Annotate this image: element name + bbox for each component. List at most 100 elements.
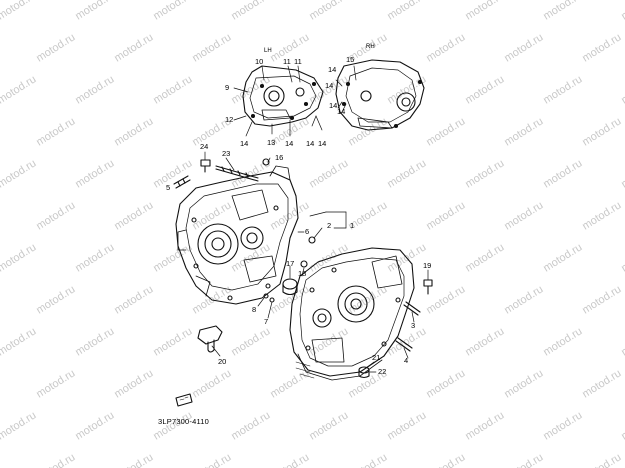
watermark-text: motod.ru [463,0,506,23]
part-23-stud [215,165,259,182]
watermark-text: motod.ru [34,367,77,400]
callout-6: 6 [305,227,310,236]
watermark-text: motod.ru [502,115,545,148]
watermark-text: motod.ru [112,451,155,468]
callout-18: 18 [298,269,307,278]
watermark-text: motod.ru [73,409,116,442]
watermark-text: motod.ru [190,31,233,64]
part-17-plug [282,278,298,296]
callout-10: 10 [255,57,264,66]
watermark-text: motod.ru [502,367,545,400]
watermark-text: motod.ru [346,451,389,468]
callout-9: 9 [225,83,230,92]
watermark-text: motod.ru [112,115,155,148]
watermark-text: motod.ru [619,409,625,442]
part-21-22-drain [358,366,370,379]
watermark-text: motod.ru [619,73,625,106]
watermark-text: motod.ru [73,73,116,106]
watermark-text: motod.ru [0,325,38,358]
watermark-text: motod.ru [112,283,155,316]
watermark-text: motod.ru [424,367,467,400]
reference-tag-icon [175,393,193,407]
watermark-text: motod.ru [502,283,545,316]
right-crankcase-half [289,247,415,381]
callout-11b: 11 [294,57,302,66]
part-7-dowel [269,297,275,303]
callout-14c: 14 [306,139,315,148]
watermark-text: motod.ru [0,241,38,274]
watermark-text: motod.ru [307,409,350,442]
part-20-strainer [197,325,223,353]
watermark-text: motod.ru [229,157,272,190]
watermark-text: motod.ru [73,241,116,274]
watermark-text: motod.ru [229,409,272,442]
part-24-bolt [200,159,211,173]
watermark-text: motod.ru [463,241,506,274]
watermark-text: motod.ru [463,325,506,358]
watermark-text: motod.ru [151,325,194,358]
callout-1: 1 [350,221,355,230]
watermark-text: motod.ru [151,0,194,23]
watermark-text: motod.ru [580,115,623,148]
watermark-text: motod.ru [541,73,584,106]
callout-12: 12 [225,115,234,124]
part-3-stud [403,301,421,316]
watermark-text: motod.ru [151,241,194,274]
callout-16: 16 [275,153,284,162]
watermark-text: motod.ru [229,0,272,23]
watermark-text: motod.ru [385,73,428,106]
watermark-text: motod.ru [502,31,545,64]
callout-17: 17 [286,259,295,268]
label-rh-cover: RH [366,44,375,50]
callout-4: 4 [404,356,409,365]
watermark-text: motod.ru [463,157,506,190]
watermark-text: motod.ru [541,241,584,274]
watermark-text: motod.ru [229,241,272,274]
callout-13: 13 [267,138,276,147]
callout-21: 21 [372,353,381,362]
watermark-text: motod.ru [502,199,545,232]
watermark-text: motod.ru [307,157,350,190]
watermark-text: motod.ru [541,409,584,442]
watermark-text: motod.ru [34,283,77,316]
watermark-text: motod.ru [580,199,623,232]
watermark-text: motod.ru [424,451,467,468]
watermark-text: motod.ru [307,0,350,23]
callout-24: 24 [200,142,209,151]
callout-11: 11 [283,57,291,66]
watermark-text: motod.ru [190,367,233,400]
watermark-text: motod.ru [151,157,194,190]
watermark-text: motod.ru [73,0,116,23]
watermark-text: motod.ru [268,367,311,400]
watermark-text: motod.ru [112,367,155,400]
watermark-text: motod.ru [385,157,428,190]
callout-19: 19 [423,261,432,270]
callout-14f: 14 [329,101,338,110]
watermark-text: motod.ru [619,325,625,358]
watermark-text: motod.ru [385,409,428,442]
part-16-dowel [262,158,270,166]
watermark-text: motod.ru [424,115,467,148]
callout-5: 5 [166,183,171,192]
callout-14g: 14 [337,107,346,116]
watermark-text: motod.ru [385,0,428,23]
watermark-text: motod.ru [580,451,623,468]
callout-14b: 14 [285,139,294,148]
callout-2: 2 [327,221,332,230]
watermark-text: motod.ru [424,283,467,316]
watermark-text: motod.ru [0,73,38,106]
callout-3: 3 [411,321,416,330]
watermark-text: motod.ru [541,325,584,358]
callout-8: 8 [252,305,257,314]
watermark-text: motod.ru [151,73,194,106]
callout-23: 23 [222,149,231,158]
watermark-text: motod.ru [619,241,625,274]
watermark-text: motod.ru [0,409,38,442]
watermark-text: motod.ru [73,325,116,358]
leader-lines [204,65,429,373]
part-4-stud [395,337,413,352]
watermark-text: motod.ru [0,157,38,190]
